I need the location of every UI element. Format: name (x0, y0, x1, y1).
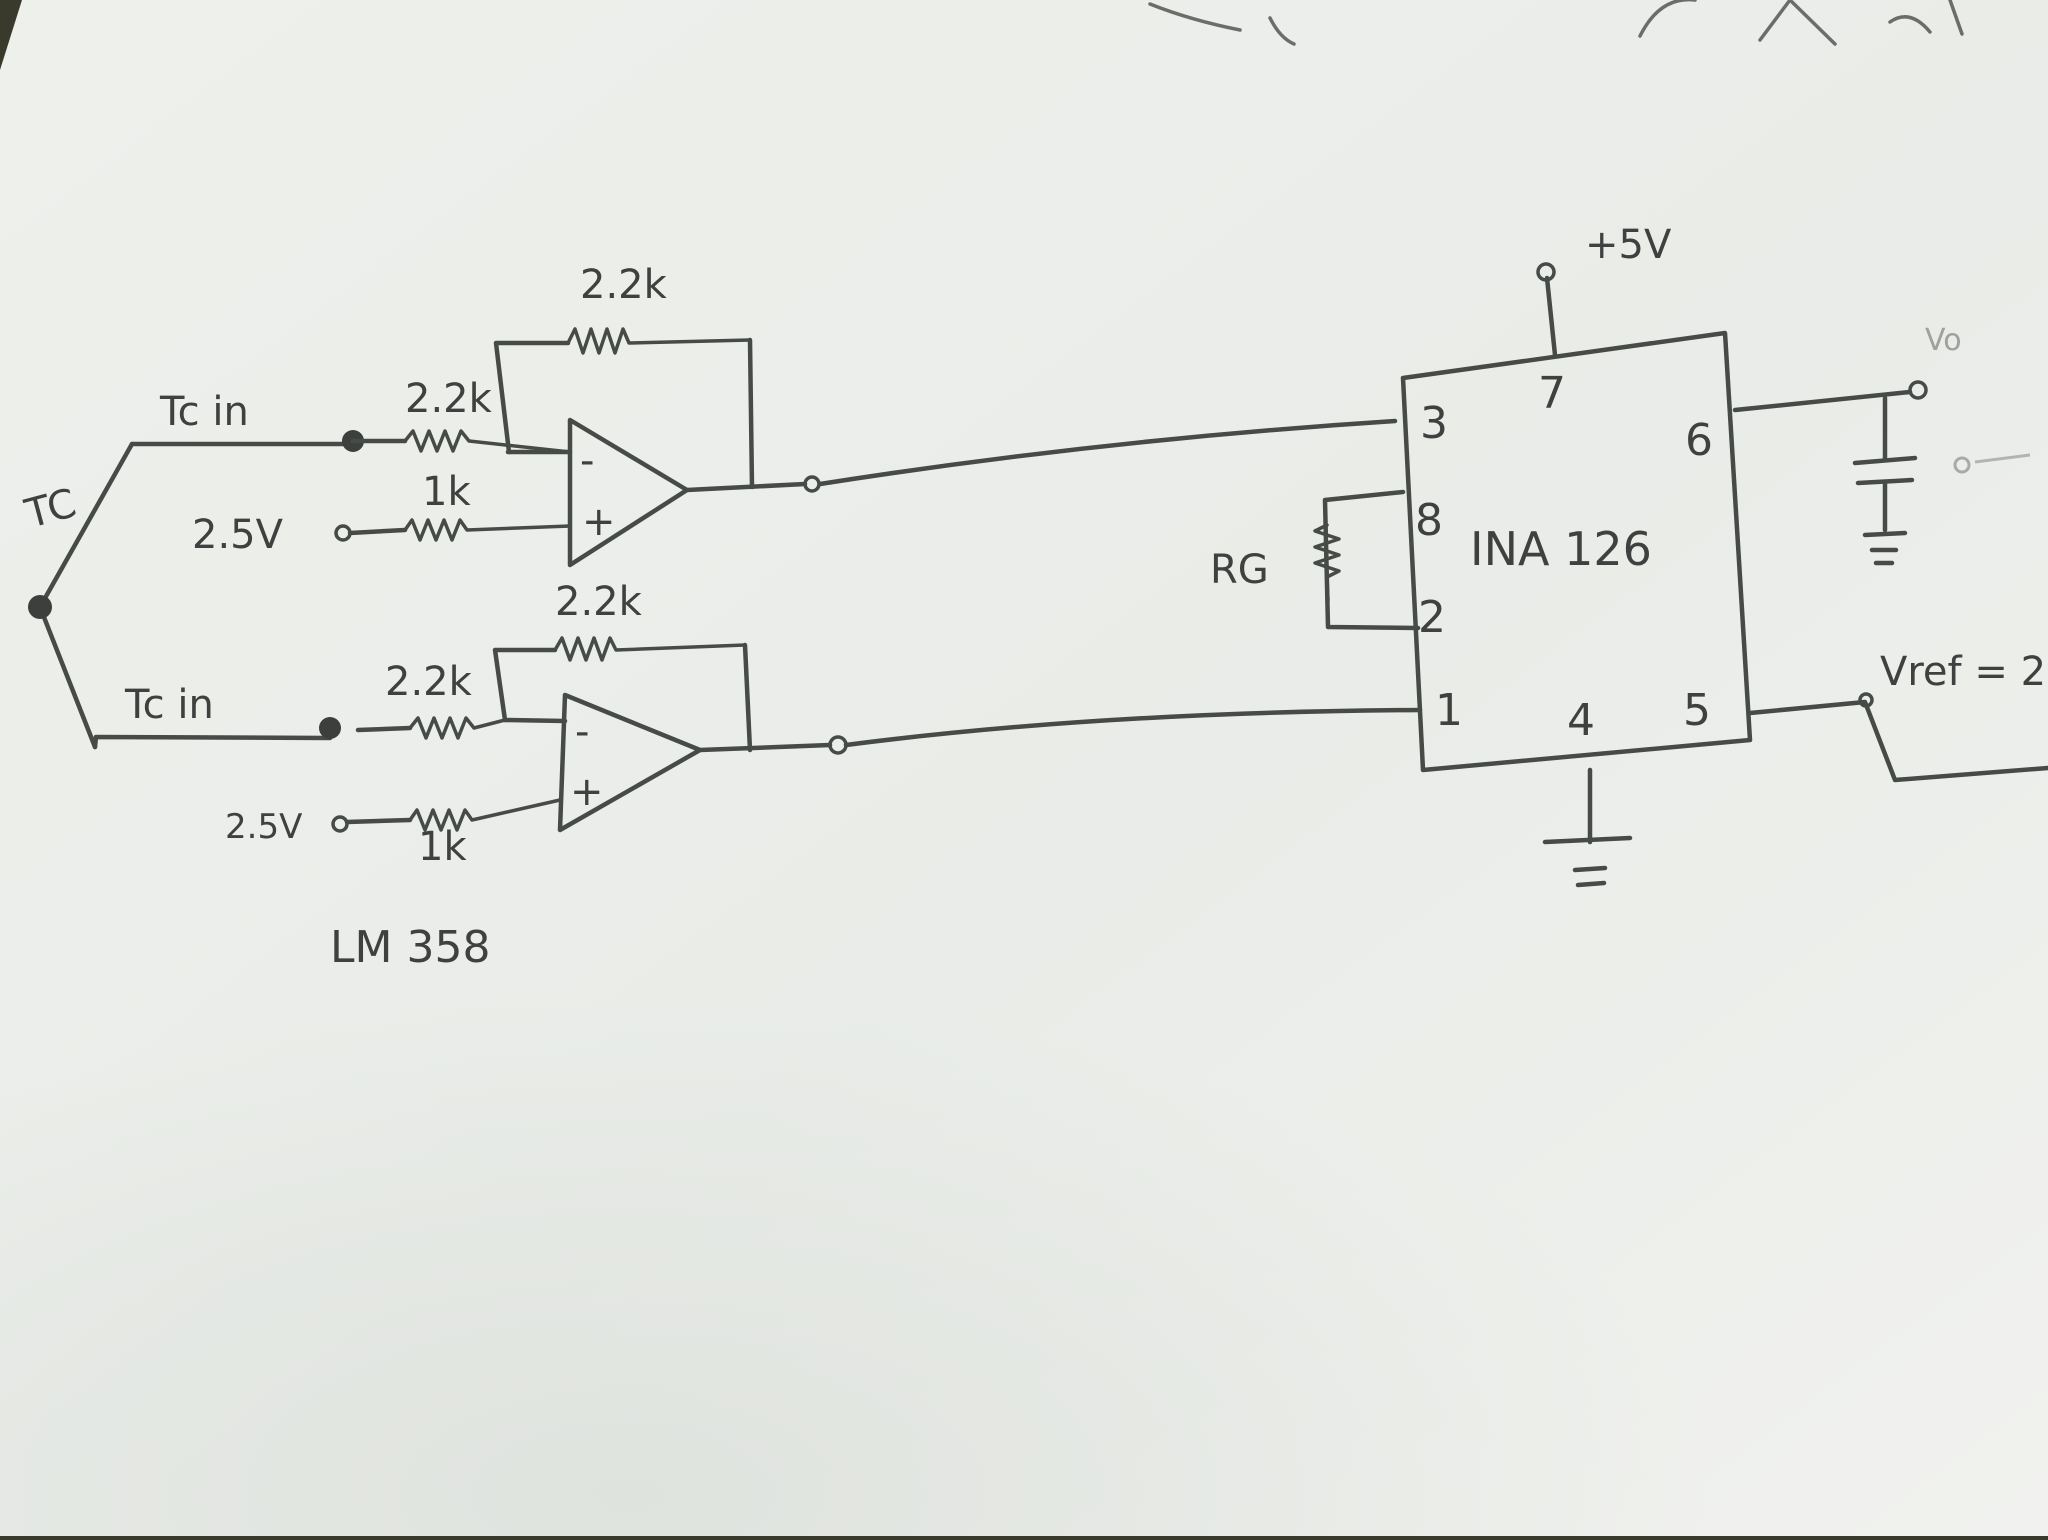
resistor-input-1-value: 2.2k (405, 376, 493, 422)
resistor-input-1 (403, 429, 572, 454)
resistor-bias-1-value: 1k (422, 469, 471, 515)
supply-label: +5V (1585, 222, 1672, 268)
paper-shadow (0, 700, 1800, 1536)
resistor-feedback-2 (553, 636, 747, 662)
ina-pin-2: 2 (1418, 592, 1446, 643)
opamp-1-plus: + (582, 499, 616, 545)
ground-symbol-ina (1542, 835, 1633, 888)
resistor-input-2 (408, 716, 507, 740)
opamp-part-number: LM 358 (330, 922, 490, 973)
gain-resistor-label: RG (1210, 547, 1269, 593)
resistor-feedback-1-value: 2.2k (580, 262, 668, 308)
ina-pin-3: 3 (1420, 398, 1448, 449)
gain-resistor (1313, 523, 1341, 602)
opamp-2-symbol (557, 692, 703, 833)
opamp-2-minus: - (575, 709, 589, 755)
ina126-name: INA 126 (1470, 522, 1652, 576)
amplifier-1: Tc in 2.2k 2.2k - + 2.5V 1k (129, 262, 1398, 568)
top-edge-scribbles (1148, 0, 1964, 46)
tc-in-label-2: Tc in (124, 682, 214, 728)
ina-pin-7: 7 (1538, 368, 1566, 419)
bias-voltage-1: 2.5V (192, 512, 284, 558)
ground-symbol-output (1862, 530, 1908, 566)
resistor-input-2-value: 2.2k (385, 659, 473, 705)
ina-pin-5: 5 (1683, 685, 1711, 736)
output-label: Vo (1925, 323, 1962, 358)
resistor-bias-2 (408, 798, 562, 832)
bias-voltage-2: 2.5V (225, 807, 302, 847)
thermocouple-junction-dot (28, 595, 52, 619)
ina126-block: INA 126 +5V 3 7 6 8 2 1 4 5 RG Vo (1210, 222, 2048, 888)
opamp-2-plus: + (570, 769, 604, 815)
output-faint-terminal (1953, 456, 1971, 474)
output-terminal (1908, 380, 1928, 400)
opamp-1-symbol (567, 417, 690, 568)
ina-pin-4: 4 (1567, 695, 1595, 746)
tc-in-label-1: Tc in (159, 389, 249, 435)
resistor-feedback-1 (566, 327, 752, 355)
ina-pin-6: 6 (1685, 415, 1713, 466)
ina126-box (1400, 330, 1753, 773)
resistor-bias-2-value: 1k (418, 824, 467, 870)
resistor-bias-1 (403, 518, 572, 542)
resistor-feedback-2-value: 2.2k (555, 579, 643, 625)
tc-in-node-2 (319, 717, 341, 739)
ina-pin-8: 8 (1415, 495, 1443, 546)
amplifier-2: Tc in 2.2k 2.2k - + 2.5V 1k (92, 579, 1423, 870)
vref-label: Vref = 2 (1880, 649, 2046, 695)
output-faint-wire (1974, 453, 2031, 464)
ina-pin-1: 1 (1435, 685, 1463, 736)
opamp-1-minus: - (580, 438, 594, 484)
